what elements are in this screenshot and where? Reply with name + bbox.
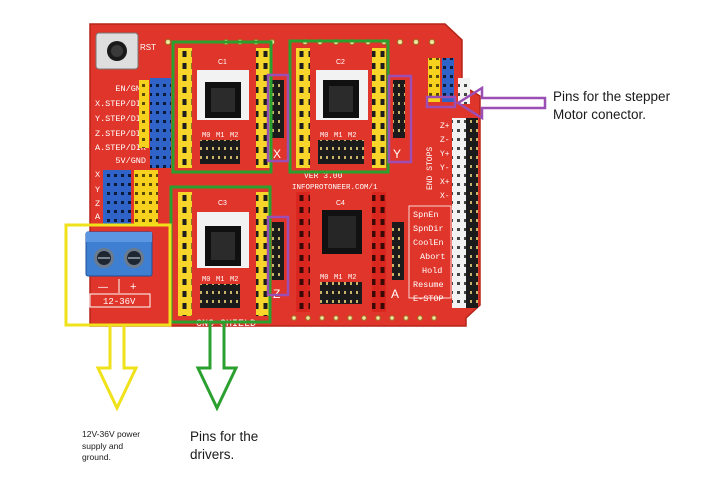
power-terminal-block xyxy=(85,231,153,277)
side-label-x: X.STEP/DIR xyxy=(95,99,146,109)
power-arrow xyxy=(95,326,139,412)
driver-letter-x: X xyxy=(273,147,281,161)
side-label-z: Z.STEP/DIR xyxy=(95,129,146,139)
side-label-5v-gnd: 5V/GND xyxy=(115,156,146,166)
endstop-x-plus: X+ xyxy=(440,178,450,187)
reset-button xyxy=(95,32,139,70)
voltage-label: 12-36V xyxy=(103,297,136,307)
drivers-arrow xyxy=(195,323,239,412)
power-supply-line-3: ground. xyxy=(82,452,111,462)
power-supply-line-1: 12V-36V power xyxy=(82,429,141,439)
microstep-labels: M0 M1 M2 M0 M1 M2 M0 M1 M2 M0 M1 M2 xyxy=(202,132,356,284)
side-label-a: A.STEP/DIR xyxy=(95,143,146,153)
voltage-box xyxy=(89,293,151,308)
shield-name-label: CNC SHIELD xyxy=(196,319,256,330)
m1-label-y: M1 xyxy=(334,132,342,140)
m2-label-z: M2 xyxy=(230,276,238,284)
m1-label-z: M1 xyxy=(216,276,224,284)
endstop-x-minus: X- xyxy=(440,192,450,201)
driver-x xyxy=(178,48,270,168)
cap-label-c2: C2 xyxy=(336,59,345,66)
left-jumper-blue xyxy=(103,170,131,226)
m0-label-z: M0 xyxy=(202,276,210,284)
side-label-group: EN/GND X.STEP/DIR Y.STEP/DIR Z.STEP/DIR … xyxy=(95,84,146,166)
driver-pins-line-1: Pins for the xyxy=(190,429,259,444)
power-plus-label: + xyxy=(130,281,136,293)
motor-highlight-z xyxy=(266,215,290,297)
capacitor-labels: C1 C2 C3 C4 xyxy=(218,59,345,207)
driver-y xyxy=(296,48,386,168)
motor-header-z xyxy=(272,222,284,280)
version-label: VER 3.00 xyxy=(304,172,343,181)
motor-header-a xyxy=(392,222,404,280)
motor-highlight-endstop xyxy=(425,95,457,109)
control-resume: Resume xyxy=(413,280,444,290)
axis-letter-y: Y xyxy=(95,185,100,195)
m0-label-x: M0 xyxy=(202,132,210,140)
power-supply-line-2: supply and xyxy=(82,440,124,451)
driver-letter-a: A xyxy=(391,287,399,301)
driver-z xyxy=(178,192,270,316)
right-header-white xyxy=(452,118,466,308)
control-spnen: SpnEn xyxy=(413,210,439,220)
axis-letter-z: Z xyxy=(95,199,100,209)
m2-label-a: M2 xyxy=(348,274,356,282)
power-minus-label: — xyxy=(98,282,108,293)
motor-header-y xyxy=(393,80,405,138)
driver-pins-label: Pins for the drivers. xyxy=(190,428,310,464)
website-label: INFOPROTONEER.COM/1 xyxy=(292,184,378,192)
end-stops-label: END STOPS xyxy=(426,147,435,190)
side-label-y: Y.STEP/DIR xyxy=(95,114,146,124)
left-header-yellow xyxy=(139,80,149,148)
m2-label-y: M2 xyxy=(348,132,356,140)
driver-highlight-x xyxy=(171,40,273,174)
control-coolen: CoolEn xyxy=(413,238,444,248)
side-label-en-gnd: EN/GND xyxy=(115,84,146,94)
power-highlight-box xyxy=(64,223,172,327)
m1-label-a: M1 xyxy=(334,274,342,282)
endstop-pin-labels: Z+ Z- Y+ Y- X+ X- xyxy=(440,122,450,201)
right-header-black xyxy=(466,118,478,308)
endstop-y-plus: Y+ xyxy=(440,150,450,159)
reset-label: RST xyxy=(140,43,156,52)
left-jumper-yellow xyxy=(134,170,158,226)
stepper-motor-pins-label: Pins for the stepper Motor conector. xyxy=(553,88,703,124)
m1-label-x: M1 xyxy=(216,132,224,140)
control-abort: Abort xyxy=(420,252,446,262)
endstop-z-plus: Z+ xyxy=(440,122,450,131)
cap-label-c4: C4 xyxy=(336,200,345,207)
stepper-motor-pins-line-1: Pins for the stepper xyxy=(553,89,671,104)
axis-jumper-labels: X Y Z A xyxy=(95,170,101,222)
driver-a xyxy=(296,192,386,312)
endstop-y-minus: Y- xyxy=(440,164,450,173)
m0-label-y: M0 xyxy=(320,132,328,140)
left-header-blue xyxy=(150,78,171,168)
stepper-motor-pins-line-2: Motor conector. xyxy=(553,107,647,122)
motor-header-x xyxy=(272,80,284,138)
motor-highlight-y xyxy=(387,74,413,164)
endstop-header-blue xyxy=(442,58,454,102)
motor-pin-highlight-boxes xyxy=(266,73,457,297)
driver-letter-y: Y xyxy=(393,147,401,161)
cap-label-c3: C3 xyxy=(218,200,227,207)
axis-letter-a: A xyxy=(95,212,101,222)
endstop-header-yellow xyxy=(428,58,440,102)
motor-arrow xyxy=(455,85,547,121)
m2-label-x: M2 xyxy=(230,132,238,140)
motor-highlight-x xyxy=(266,73,290,163)
m0-label-a: M0 xyxy=(320,274,328,282)
control-spndir: SpnDir xyxy=(413,224,444,234)
lower-mounting-holes xyxy=(291,315,437,321)
cap-label-c1: C1 xyxy=(218,59,227,66)
control-hold: Hold xyxy=(422,266,442,276)
control-estop: E-STOP xyxy=(413,294,444,304)
endstop-z-minus: Z- xyxy=(440,136,450,145)
control-labels: SpnEn SpnDir CoolEn Abort Hold Resume E-… xyxy=(408,205,452,304)
power-supply-label: 12V-36V power supply and ground. xyxy=(82,429,178,464)
axis-letter-x: X xyxy=(95,170,100,180)
driver-pins-line-2: drivers. xyxy=(190,447,235,462)
